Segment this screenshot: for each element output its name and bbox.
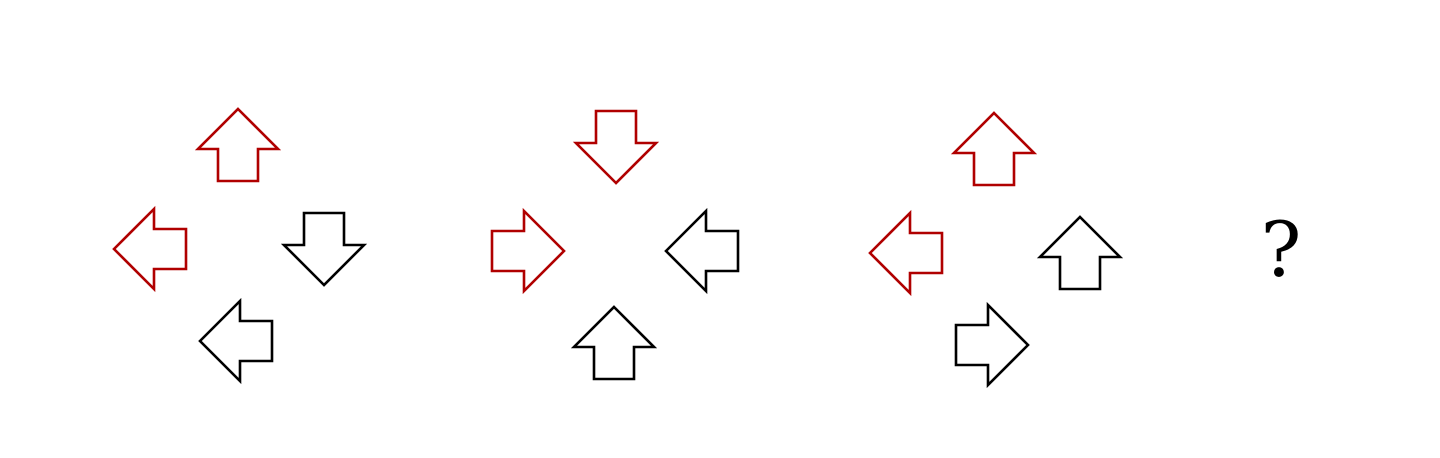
arrow-up-icon bbox=[1036, 215, 1124, 291]
arrow-down-icon bbox=[280, 211, 368, 287]
arrow-up-icon bbox=[950, 111, 1038, 187]
arrow-left-icon bbox=[664, 207, 740, 295]
missing-panel-question-mark: ? bbox=[1260, 205, 1302, 294]
arrow-up-icon bbox=[194, 107, 282, 183]
arrow-left-icon bbox=[868, 209, 944, 297]
arrow-right-icon bbox=[954, 301, 1030, 389]
panel-2 bbox=[490, 109, 740, 381]
arrow-left-icon bbox=[112, 205, 188, 293]
panel-3 bbox=[868, 111, 1124, 389]
arrow-left-icon bbox=[198, 297, 274, 385]
panel-1 bbox=[112, 107, 368, 385]
arrow-up-icon bbox=[570, 305, 658, 381]
arrow-down-icon bbox=[572, 109, 660, 185]
arrow-right-icon bbox=[490, 207, 566, 295]
